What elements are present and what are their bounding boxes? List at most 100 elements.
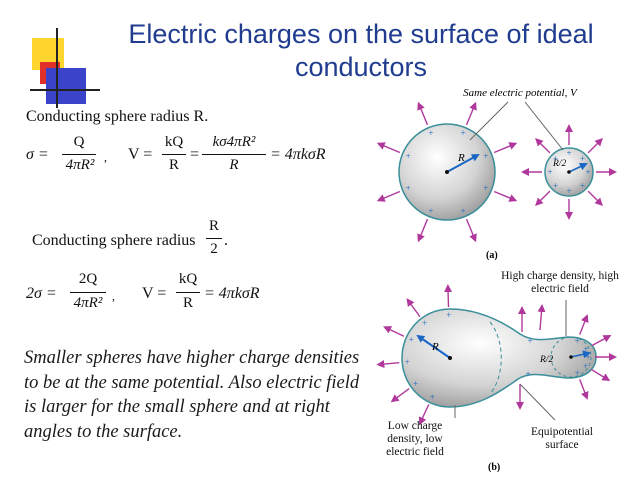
- eq2-comma: ,: [112, 289, 115, 303]
- charge-plus: +: [406, 151, 411, 161]
- teardrop-conductor: [401, 308, 597, 408]
- case2-bar: [206, 238, 222, 239]
- b-big-radius-line: [416, 334, 451, 359]
- eq1-bar1: [62, 154, 96, 155]
- eq1-den3: R: [229, 157, 239, 173]
- field-arrow: [376, 142, 401, 154]
- label-equipotential: Equipotential surface: [531, 426, 593, 451]
- eq2-den2: R: [182, 295, 193, 311]
- eq2-num2: kQ: [178, 271, 198, 287]
- eq1-comma: ,: [104, 150, 107, 164]
- field-arrow: [579, 379, 589, 400]
- field-arrow: [390, 387, 410, 403]
- eq1-den1: 4πR²: [65, 157, 95, 173]
- charge-plus: +: [547, 167, 552, 177]
- case2-period: .: [224, 232, 228, 249]
- b-big-center-dot: [448, 356, 452, 360]
- label-big-radius: R: [457, 152, 465, 164]
- label-low-density: Low charge density, low electric field: [386, 420, 444, 458]
- big-radius-line: [446, 154, 480, 173]
- eq1-v-eq: V =: [128, 146, 153, 163]
- charge-plus: +: [525, 369, 530, 379]
- eq2-lhs: 2σ =: [26, 285, 57, 302]
- field-arrow: [465, 101, 477, 126]
- charge-plus: +: [553, 180, 558, 190]
- field-arrow: [493, 142, 518, 154]
- surface-charges-a: ++++++++++++++++: [406, 128, 591, 216]
- eq1-den2: R: [168, 157, 179, 173]
- charge-plus: +: [583, 344, 588, 354]
- charge-plus: +: [566, 148, 571, 158]
- charge-plus: +: [585, 167, 590, 177]
- charge-plus: +: [430, 392, 435, 402]
- charge-plus: +: [422, 318, 427, 328]
- eq2-den1: 4πR²: [73, 295, 103, 311]
- b-small-radius-line: [570, 350, 591, 359]
- field-arrow: [418, 404, 430, 426]
- eq1-bar3: [202, 154, 266, 155]
- field-arrow: [417, 218, 429, 243]
- eq2-bar1: [70, 292, 106, 293]
- field-arrow: [535, 190, 551, 206]
- field-arrow: [444, 284, 453, 308]
- charge-plus: +: [428, 206, 433, 216]
- charge-plus: +: [483, 183, 488, 193]
- eq1-num2: kQ: [164, 134, 184, 150]
- field-arrow: [587, 138, 603, 154]
- surface-charges-b: +++++++++++++: [405, 310, 591, 402]
- label-small-radius: R/2: [552, 159, 566, 169]
- field-arrow: [493, 190, 518, 202]
- b-label-small-radius: R/2: [539, 355, 553, 365]
- field-arrow: [535, 138, 551, 154]
- label-high-density: High charge density, high electric field: [501, 270, 619, 295]
- eq1-lhs: σ =: [26, 146, 49, 163]
- pointer-equipotential: [519, 383, 556, 421]
- eq1-tail: = 4πkσR: [270, 146, 326, 163]
- eq2-tail: = 4πkσR: [204, 285, 260, 302]
- equipotential-dashed-big: [489, 321, 502, 395]
- charge-plus: +: [409, 335, 414, 345]
- deco-vertical-line: [56, 28, 58, 108]
- pointer-left: [469, 101, 509, 141]
- field-arrow: [376, 360, 400, 369]
- field-arrow: [383, 326, 405, 337]
- charge-plus: +: [461, 128, 466, 138]
- field-arrow: [376, 190, 401, 202]
- eq2-bar2: [176, 292, 200, 293]
- conclusion-text: Smaller spheres have higher charge densi…: [24, 348, 360, 442]
- eq1-eq-sign: =: [190, 146, 200, 163]
- charge-plus: +: [580, 154, 585, 164]
- title-line-2: conductors: [294, 52, 428, 82]
- charge-plus: +: [583, 361, 588, 371]
- eq2-num1: 2Q: [78, 271, 98, 287]
- charge-plus: +: [405, 357, 410, 367]
- equipotential-dashed-small: [550, 336, 592, 378]
- label-top: Same electric potential, V: [463, 87, 578, 99]
- case2-num: R: [208, 218, 219, 234]
- field-arrow: [591, 334, 612, 347]
- b-small-center-dot: [569, 355, 573, 359]
- charge-plus: +: [461, 206, 466, 216]
- field-arrow: [406, 298, 421, 318]
- field-arrows-a: [376, 101, 617, 243]
- charge-plus: +: [446, 310, 451, 320]
- deco-horizontal-line: [30, 89, 100, 91]
- case2-den: 2: [210, 241, 218, 257]
- charge-plus: +: [483, 151, 488, 161]
- field-arrows-b: [376, 284, 617, 426]
- label-panel-b: (b): [488, 462, 500, 473]
- small-center-dot: [567, 170, 571, 174]
- charge-plus: +: [413, 379, 418, 389]
- case2-heading: Conducting sphere radius: [32, 232, 196, 249]
- big-center-dot: [445, 170, 449, 174]
- pointer-right: [524, 101, 564, 151]
- field-arrow: [579, 314, 589, 335]
- eq1-num1: Q: [73, 134, 85, 150]
- case1-heading: Conducting sphere radius R.: [26, 108, 209, 125]
- charge-plus: +: [580, 180, 585, 190]
- b-label-big-radius: R: [431, 341, 439, 353]
- eq1-num3: kσ4πR²: [212, 134, 256, 150]
- field-arrow: [417, 101, 429, 126]
- small-radius-line: [568, 162, 588, 173]
